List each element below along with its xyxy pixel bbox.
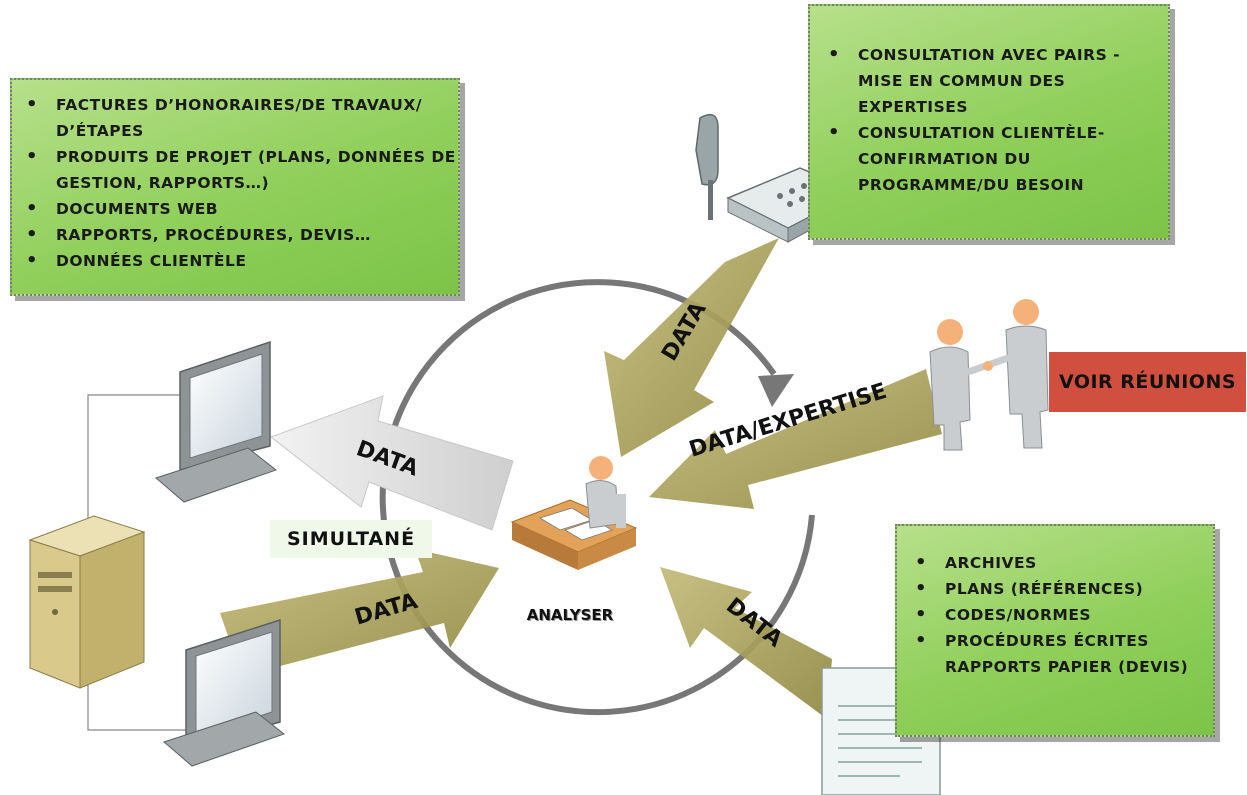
list-item: RAPPORTS, PROCÉDURES, DEVIS… — [26, 222, 458, 248]
list-item: DOCUMENTS WEB — [26, 196, 458, 222]
list-item: PRODUITS DE PROJET (PLANS, DONNÉES DE GE… — [26, 144, 458, 196]
documents-arrow — [660, 567, 832, 719]
bottom-monitor-arrow — [220, 549, 499, 676]
list-item: CODES/NORMES — [915, 602, 1213, 628]
list-item: ARCHIVES — [915, 550, 1213, 576]
phone-arrow — [604, 238, 779, 457]
handshake-people-icon — [929, 299, 1049, 451]
list-item: PROCÉDURES ÉCRITES RAPPORTS PAPIER (DEVI… — [915, 628, 1213, 680]
list-item: CONSULTATION CLIENTÈLE-CONFIRMATION DU P… — [828, 120, 1168, 198]
outputs-list: FACTURES D’HONORAIRES/DE TRAVAUX/ D’ÉTAP… — [12, 92, 458, 274]
top-monitor-arrow — [269, 395, 514, 531]
list-item: CONSULTATION AVEC PAIRS - MISE EN COMMUN… — [828, 42, 1168, 120]
monitor-icon — [154, 340, 278, 503]
list-item: DONNÉES CLIENTÈLE — [26, 248, 458, 274]
consultation-list-box: CONSULTATION AVEC PAIRS - MISE EN COMMUN… — [808, 4, 1170, 240]
monitor-icon — [162, 618, 286, 767]
references-list: ARCHIVES PLANS (RÉFÉRENCES) CODES/NORMES… — [897, 550, 1213, 680]
meeting-arrow — [649, 369, 942, 509]
list-item: PLANS (RÉFÉRENCES) — [915, 576, 1213, 602]
server-tower-icon — [28, 515, 146, 689]
meetings-link-label[interactable]: VOIR RÉUNIONS — [1049, 352, 1246, 412]
consultation-list: CONSULTATION AVEC PAIRS - MISE EN COMMUN… — [810, 42, 1168, 198]
analyser-label: ANALYSER — [526, 606, 614, 624]
cycle-arrowhead — [758, 374, 794, 407]
list-item: FACTURES D’HONORAIRES/DE TRAVAUX/ D’ÉTAP… — [26, 92, 458, 144]
simultaneous-label: SIMULTANÉ — [270, 520, 432, 558]
references-list-box: ARCHIVES PLANS (RÉFÉRENCES) CODES/NORMES… — [895, 524, 1215, 737]
outputs-list-box: FACTURES D’HONORAIRES/DE TRAVAUX/ D’ÉTAP… — [10, 78, 460, 296]
analyst-desk-icon — [510, 456, 638, 570]
